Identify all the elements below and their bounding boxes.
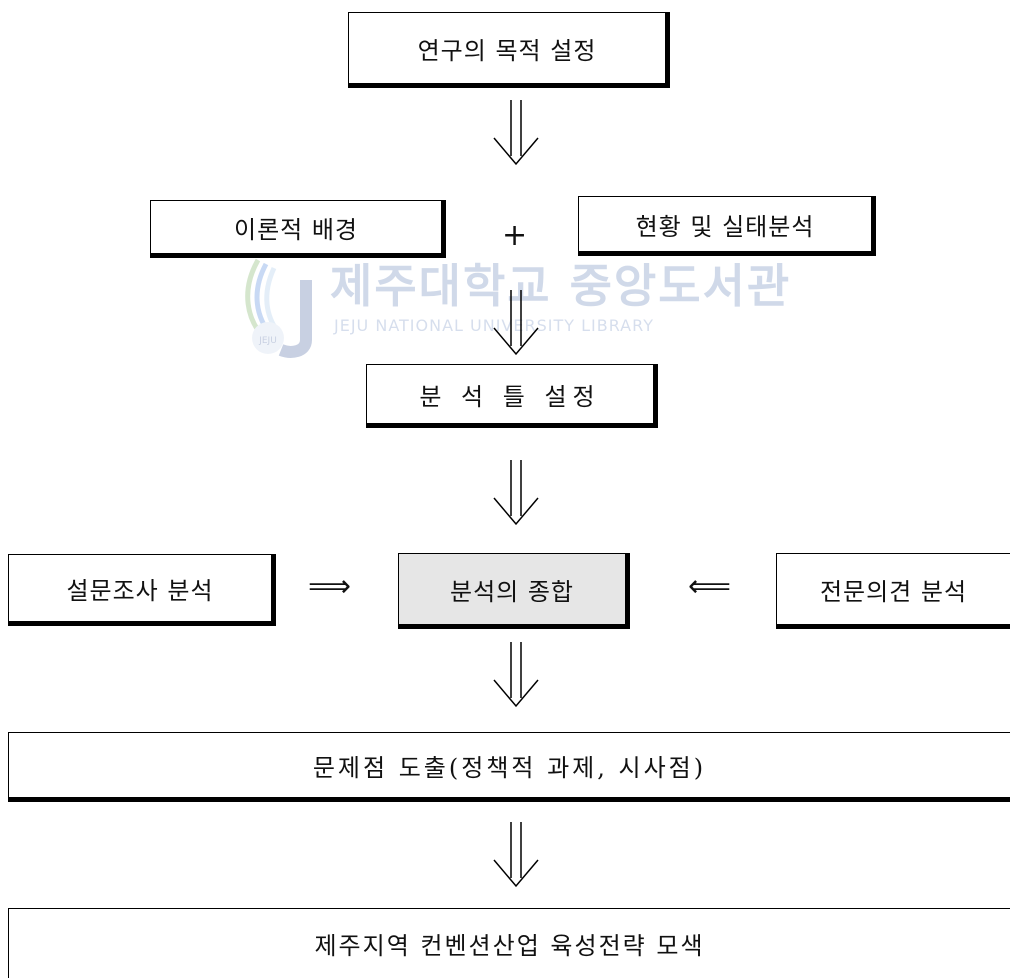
status-box: 현황 및 실태분석 (578, 196, 876, 256)
watermark-title: 제주대학교 중앙도서관 (330, 259, 792, 313)
jeju-logo-icon: JEJU (245, 258, 312, 358)
down-arrow-icon (493, 100, 539, 166)
survey-label: 설문조사 분석 (66, 576, 214, 605)
status-label: 현황 및 실태분석 (635, 212, 815, 241)
theory-label: 이론적 배경 (233, 215, 359, 244)
problems-box: 문제점 도출(정책적 과제, 시사점) (8, 732, 1010, 802)
logo-text: JEJU (258, 336, 277, 346)
research-goal-label: 연구의 목적 설정 (417, 36, 597, 65)
down-arrow-icon (493, 460, 539, 526)
synthesis-label: 분석의 종합 (449, 577, 575, 606)
framework-box: 분 석 틀 설정 (366, 364, 658, 428)
problems-label: 문제점 도출(정책적 과제, 시사점) (312, 753, 707, 782)
theory-box: 이론적 배경 (150, 200, 446, 258)
down-arrow-icon (493, 822, 539, 888)
down-arrow-icon (493, 290, 539, 356)
strategy-label: 제주지역 컨벤션산업 육성전략 모색 (314, 932, 705, 960)
right-arrow-icon: ⟹ (308, 569, 352, 604)
left-arrow-icon: ⟸ (688, 569, 732, 604)
research-goal-box: 연구의 목적 설정 (348, 12, 670, 88)
strategy-box: 제주지역 컨벤션산업 육성전략 모색 (8, 908, 1010, 978)
expert-label: 전문의견 분석 (819, 577, 968, 606)
synthesis-box: 분석의 종합 (398, 553, 630, 629)
framework-label: 분 석 틀 설정 (419, 382, 601, 411)
survey-box: 설문조사 분석 (8, 554, 276, 626)
expert-box: 전문의견 분석 (776, 553, 1010, 629)
down-arrow-icon (493, 642, 539, 708)
plus-sign: + (502, 218, 528, 253)
